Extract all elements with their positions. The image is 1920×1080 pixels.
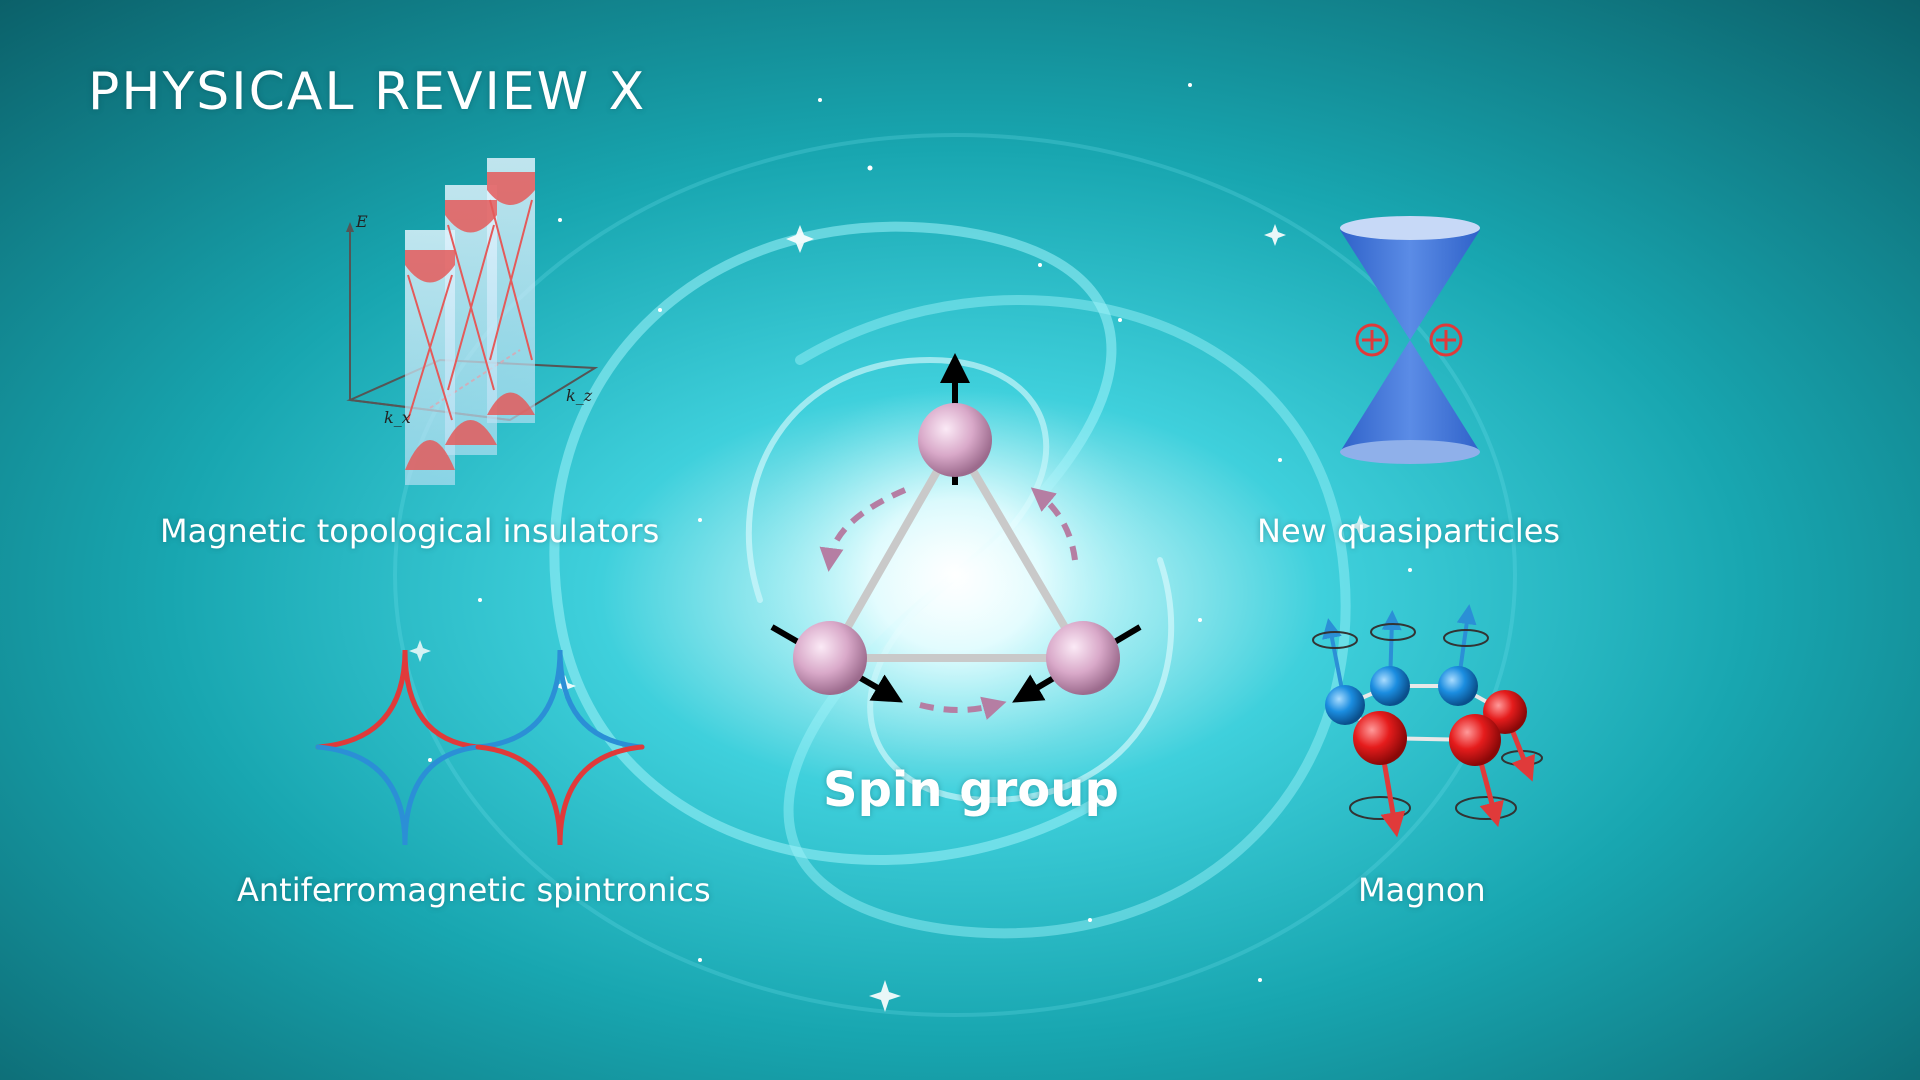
label-antiferromagnetic-spintronics: Antiferromagnetic spintronics xyxy=(237,871,711,909)
label-spin-group: Spin group xyxy=(823,762,1119,818)
label-new-quasiparticles: New quasiparticles xyxy=(1257,512,1561,550)
label-magnon: Magnon xyxy=(1358,871,1486,909)
axis-label-kx: k_x xyxy=(384,408,411,427)
axis-label-kz: k_z xyxy=(566,386,593,405)
atom-right xyxy=(1046,621,1120,695)
axis-label-energy: E xyxy=(356,212,368,231)
band-structure-figure xyxy=(346,158,599,485)
atom-left xyxy=(793,621,867,695)
stars xyxy=(328,83,1412,1012)
spin-split-contours-figure xyxy=(315,649,645,846)
dirac-cone-figure xyxy=(1340,216,1480,464)
label-magnetic-topological-insulators: Magnetic topological insulators xyxy=(160,512,660,550)
magnon-lattice-figure xyxy=(1312,604,1543,838)
plus-charge-icon xyxy=(1355,323,1463,357)
atom-top xyxy=(918,403,992,477)
journal-title: PHYSICAL REVIEW X xyxy=(88,62,647,122)
spin-group-triangle xyxy=(770,353,1142,720)
